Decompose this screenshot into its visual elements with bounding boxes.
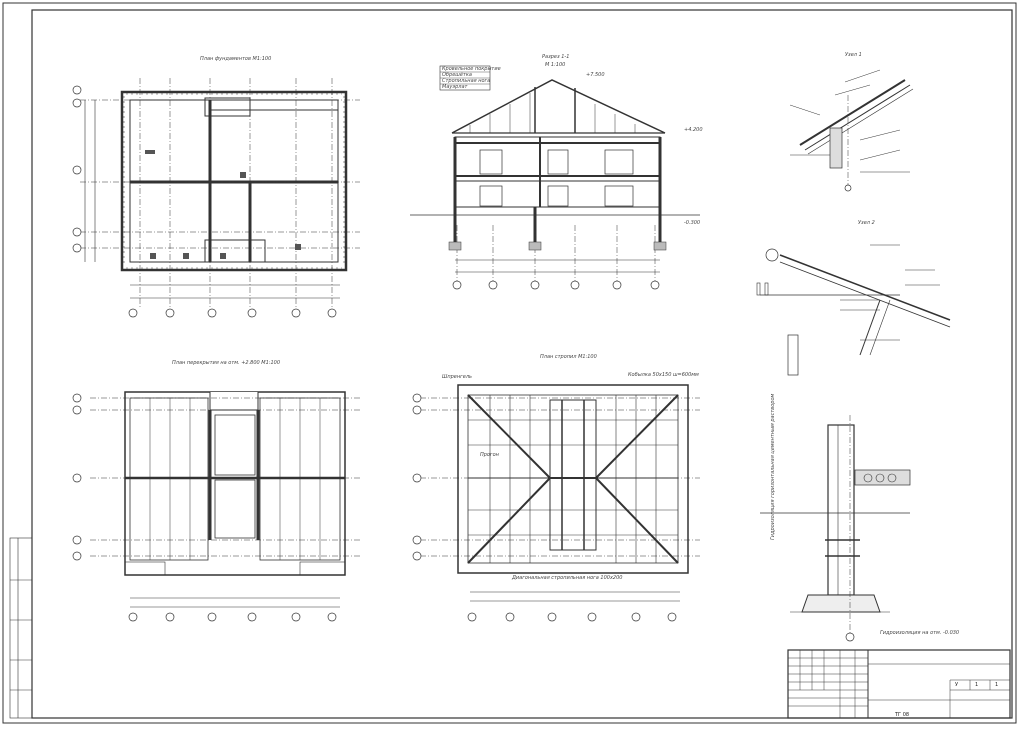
titleblock-sheet: 1	[975, 682, 979, 688]
wall-waterproofing-2: Гидроизоляция на отм. -0.030	[880, 630, 960, 636]
wall-section-detail	[760, 415, 911, 642]
titleblock-code: ТГ 08	[895, 712, 910, 718]
rafter-plan-title: План стропил М1:100	[540, 354, 597, 360]
rafter-label-purlin: Прогон	[480, 452, 499, 458]
title-block	[787, 649, 1011, 719]
rafter-axis-bubbles	[412, 393, 677, 622]
node-2-title: Узел 2	[858, 220, 875, 226]
rafter-label-left: Шпренгель	[442, 374, 472, 380]
section-top-mark: +7.500	[586, 72, 605, 78]
legend-item-3: Стропильная нога	[442, 78, 491, 84]
foundation-plan	[80, 78, 360, 308]
node-1-title: Узел 1	[845, 52, 862, 58]
section-ground-mark: -0.300	[684, 220, 701, 226]
titleblock-stage: У	[955, 682, 959, 688]
side-stamp	[9, 537, 33, 719]
section-axis-bubbles	[452, 280, 660, 290]
rafter-plan	[420, 384, 700, 602]
slab-axis-bubbles	[72, 393, 337, 622]
wall-waterproofing-1: Гидроизоляция горизонтальная цементным р…	[770, 393, 776, 540]
legend-item-1: Кровельное покрытие	[442, 66, 501, 72]
rafter-label-bottom: Диагональная стропильная нога 100х200	[512, 575, 623, 581]
building-section	[410, 65, 700, 282]
legend-item-4: Мауэрлат	[442, 84, 468, 90]
slab-plan	[90, 391, 360, 608]
titleblock-sheets: 1	[995, 682, 999, 688]
rafter-label-right: Кобылка 50х150 ш=600мм	[628, 372, 699, 378]
section-scale: М 1:100	[545, 62, 566, 68]
section-title: Разрез 1-1	[542, 54, 570, 60]
slab-plan-title: План перекрытия на отм. +2.800 М1:100	[172, 360, 281, 366]
foundation-axis-bubbles	[72, 85, 337, 318]
section-eave-mark: +4.200	[684, 127, 703, 133]
node-2-detail	[756, 244, 951, 376]
foundation-plan-title: План фундаментов М1:100	[200, 56, 272, 62]
legend-item-2: Обрешётка	[442, 72, 472, 78]
node-1-detail	[789, 69, 914, 192]
